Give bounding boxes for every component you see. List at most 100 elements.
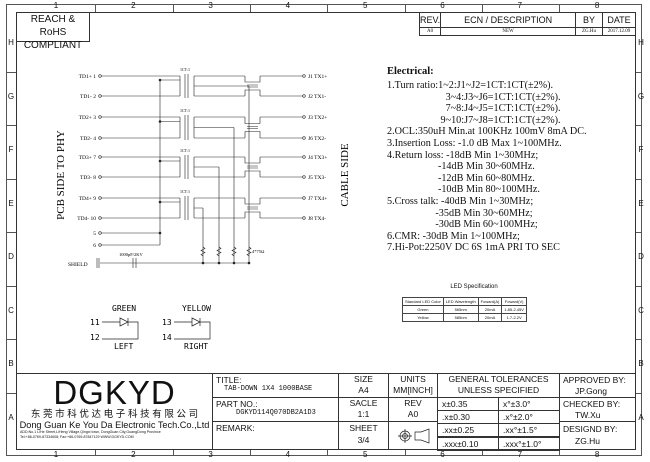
tolerance-cell: .x±0.30 xyxy=(437,410,499,425)
led-green-pin-a: 11 xyxy=(90,318,100,327)
row-marker: C xyxy=(638,305,644,315)
checked-cell: CHECKED BY:TW.Xu xyxy=(559,397,636,422)
led-spec-cell: 1.85-2.45V xyxy=(501,305,527,314)
column-divider xyxy=(172,4,174,12)
electrical-spec-line: 6.CMR: -30dB Min 1~100MHz; xyxy=(387,230,520,242)
right-pin-label: J3 TX2+ xyxy=(308,115,327,121)
approved-value: JP.Gong xyxy=(575,386,607,396)
column-divider xyxy=(481,450,483,456)
column-marker: 8 xyxy=(594,450,600,459)
electrical-spec-line: 7~8:J4~J5=1CT:1CT(±2%). xyxy=(387,103,561,115)
scale-value: 1:1 xyxy=(357,409,370,419)
column-marker: 1 xyxy=(53,1,59,10)
column-marker: 7 xyxy=(517,450,523,459)
column-marker: 8 xyxy=(594,1,600,10)
left-pin-label: TD2- 4 xyxy=(80,136,96,142)
date-value: 2017.12.09 xyxy=(602,27,636,36)
tolerance-title-2: UNLESS SPECIFIED xyxy=(457,385,540,395)
column-divider xyxy=(559,450,561,456)
resistor-icon xyxy=(200,246,206,257)
electrical-spec-line: -10dB Min 80~100MHz. xyxy=(387,184,540,196)
sheet-label: SHEET xyxy=(349,423,378,433)
row-marker: G xyxy=(7,91,15,101)
company-logo: DGKYD xyxy=(53,374,176,411)
row-divider xyxy=(6,392,16,394)
junction-dot xyxy=(158,231,162,235)
tolerance-title-1: GENERAL TOLERANCES xyxy=(448,374,549,384)
electrical-spec-line: -30dB Min 60~100MHz; xyxy=(387,219,538,231)
electrical-spec-line: 4.Return loss: -18dB Min 1~30MHz; xyxy=(387,149,539,161)
right-pin-label: J2 TX1- xyxy=(308,94,326,100)
size-label: SIZE xyxy=(354,374,373,384)
column-divider xyxy=(249,4,251,12)
part-value: DGKYD114Q070DB2A1D3 xyxy=(236,409,316,417)
sheet-value: 3/4 xyxy=(357,435,370,445)
pin-terminal xyxy=(302,155,306,159)
row-divider xyxy=(6,178,16,180)
led-spec-title: LED Specification xyxy=(450,284,498,290)
column-marker: 5 xyxy=(362,1,368,10)
sheet-cell: SHEET 3/4 xyxy=(338,421,389,450)
pin-terminal xyxy=(302,196,306,200)
row-divider xyxy=(6,285,16,287)
column-divider xyxy=(404,4,406,12)
pin-terminal xyxy=(98,216,102,220)
right-pin-label: J7 TX4+ xyxy=(308,196,327,202)
row-marker: B xyxy=(638,359,644,368)
led-yellow-pin-b: 14 xyxy=(162,333,172,342)
column-marker: 7 xyxy=(517,1,523,10)
designed-label: DESIGND BY: xyxy=(563,424,618,434)
electrical-spec-line: 3~4:J3~J6=1CT:1CT(±2%). xyxy=(387,91,561,103)
pin-terminal xyxy=(302,74,306,78)
led-green-label: GREEN xyxy=(112,304,136,313)
units-label: UNITS xyxy=(400,374,426,384)
right-pin-label: J8 TX4- xyxy=(308,216,326,222)
junction-dot xyxy=(201,261,205,265)
pin-terminal xyxy=(98,243,102,247)
column-marker: 6 xyxy=(440,450,445,459)
pin-terminal xyxy=(98,136,102,140)
revision-table: REV. ECN / DESCRIPTION BY DATE A0 NEW ZG… xyxy=(418,12,636,36)
column-marker: 1 xyxy=(53,450,59,459)
rev-value: A0 xyxy=(418,27,442,36)
row-divider xyxy=(636,392,642,394)
transformer-ratio-label: 1CT:1 xyxy=(180,108,190,113)
electrical-specs: 1.Turn ratio:1~2:J1~J2=1CT:1CT(±2%). 3~4… xyxy=(387,80,587,254)
column-divider xyxy=(327,4,329,12)
led-spec-header: Foward(V) xyxy=(501,297,527,306)
units-value: MM[INCH] xyxy=(393,385,433,395)
electrical-spec-line: -35dB Min 30~60MHz; xyxy=(387,207,533,219)
resistor-icon xyxy=(216,246,222,257)
electrical-spec-line: 9~10:J7~J8=1CT:1CT(±2%). xyxy=(387,114,561,126)
pin-terminal xyxy=(302,94,306,98)
outer-frame xyxy=(6,4,642,456)
column-marker: 6 xyxy=(440,1,445,10)
resistor-icon xyxy=(231,246,237,257)
left-pin-label: TD2+ 3 xyxy=(79,115,97,121)
led-spec-cell: 1.7-2.2V xyxy=(501,313,527,322)
tolerance-cell: x±0.35 xyxy=(437,397,499,411)
tolerance-cell: .xxx±0.10 xyxy=(437,436,499,451)
row-marker: H xyxy=(638,38,644,47)
pin-terminal xyxy=(98,155,102,159)
by-header: BY xyxy=(575,12,603,28)
electrical-spec-line: 3.Insertion Loss: -1.0 dB Max 1~100MHz. xyxy=(387,137,562,149)
scale-label: SACLE xyxy=(349,398,378,408)
tolerance-cell: .x°±2.0° xyxy=(498,410,560,425)
led-left-label: LEFT xyxy=(114,342,133,351)
title-value: TAB-DOWN 1X4 1000BASE xyxy=(224,385,313,393)
column-divider xyxy=(95,4,97,12)
row-marker: E xyxy=(638,198,644,208)
row-marker: C xyxy=(8,305,14,315)
remark-cell: REMARK: xyxy=(212,421,339,450)
column-divider xyxy=(404,450,406,456)
pin-terminal xyxy=(302,175,306,179)
led-spec-cell: Green xyxy=(402,305,444,314)
column-divider xyxy=(327,450,329,456)
row-marker: E xyxy=(8,198,14,208)
pcb-side-label: PCB SIDE TO PHY xyxy=(55,130,67,220)
cable-side-label: CABLE SIDE xyxy=(339,143,351,207)
rev-value: A0 xyxy=(407,409,419,419)
